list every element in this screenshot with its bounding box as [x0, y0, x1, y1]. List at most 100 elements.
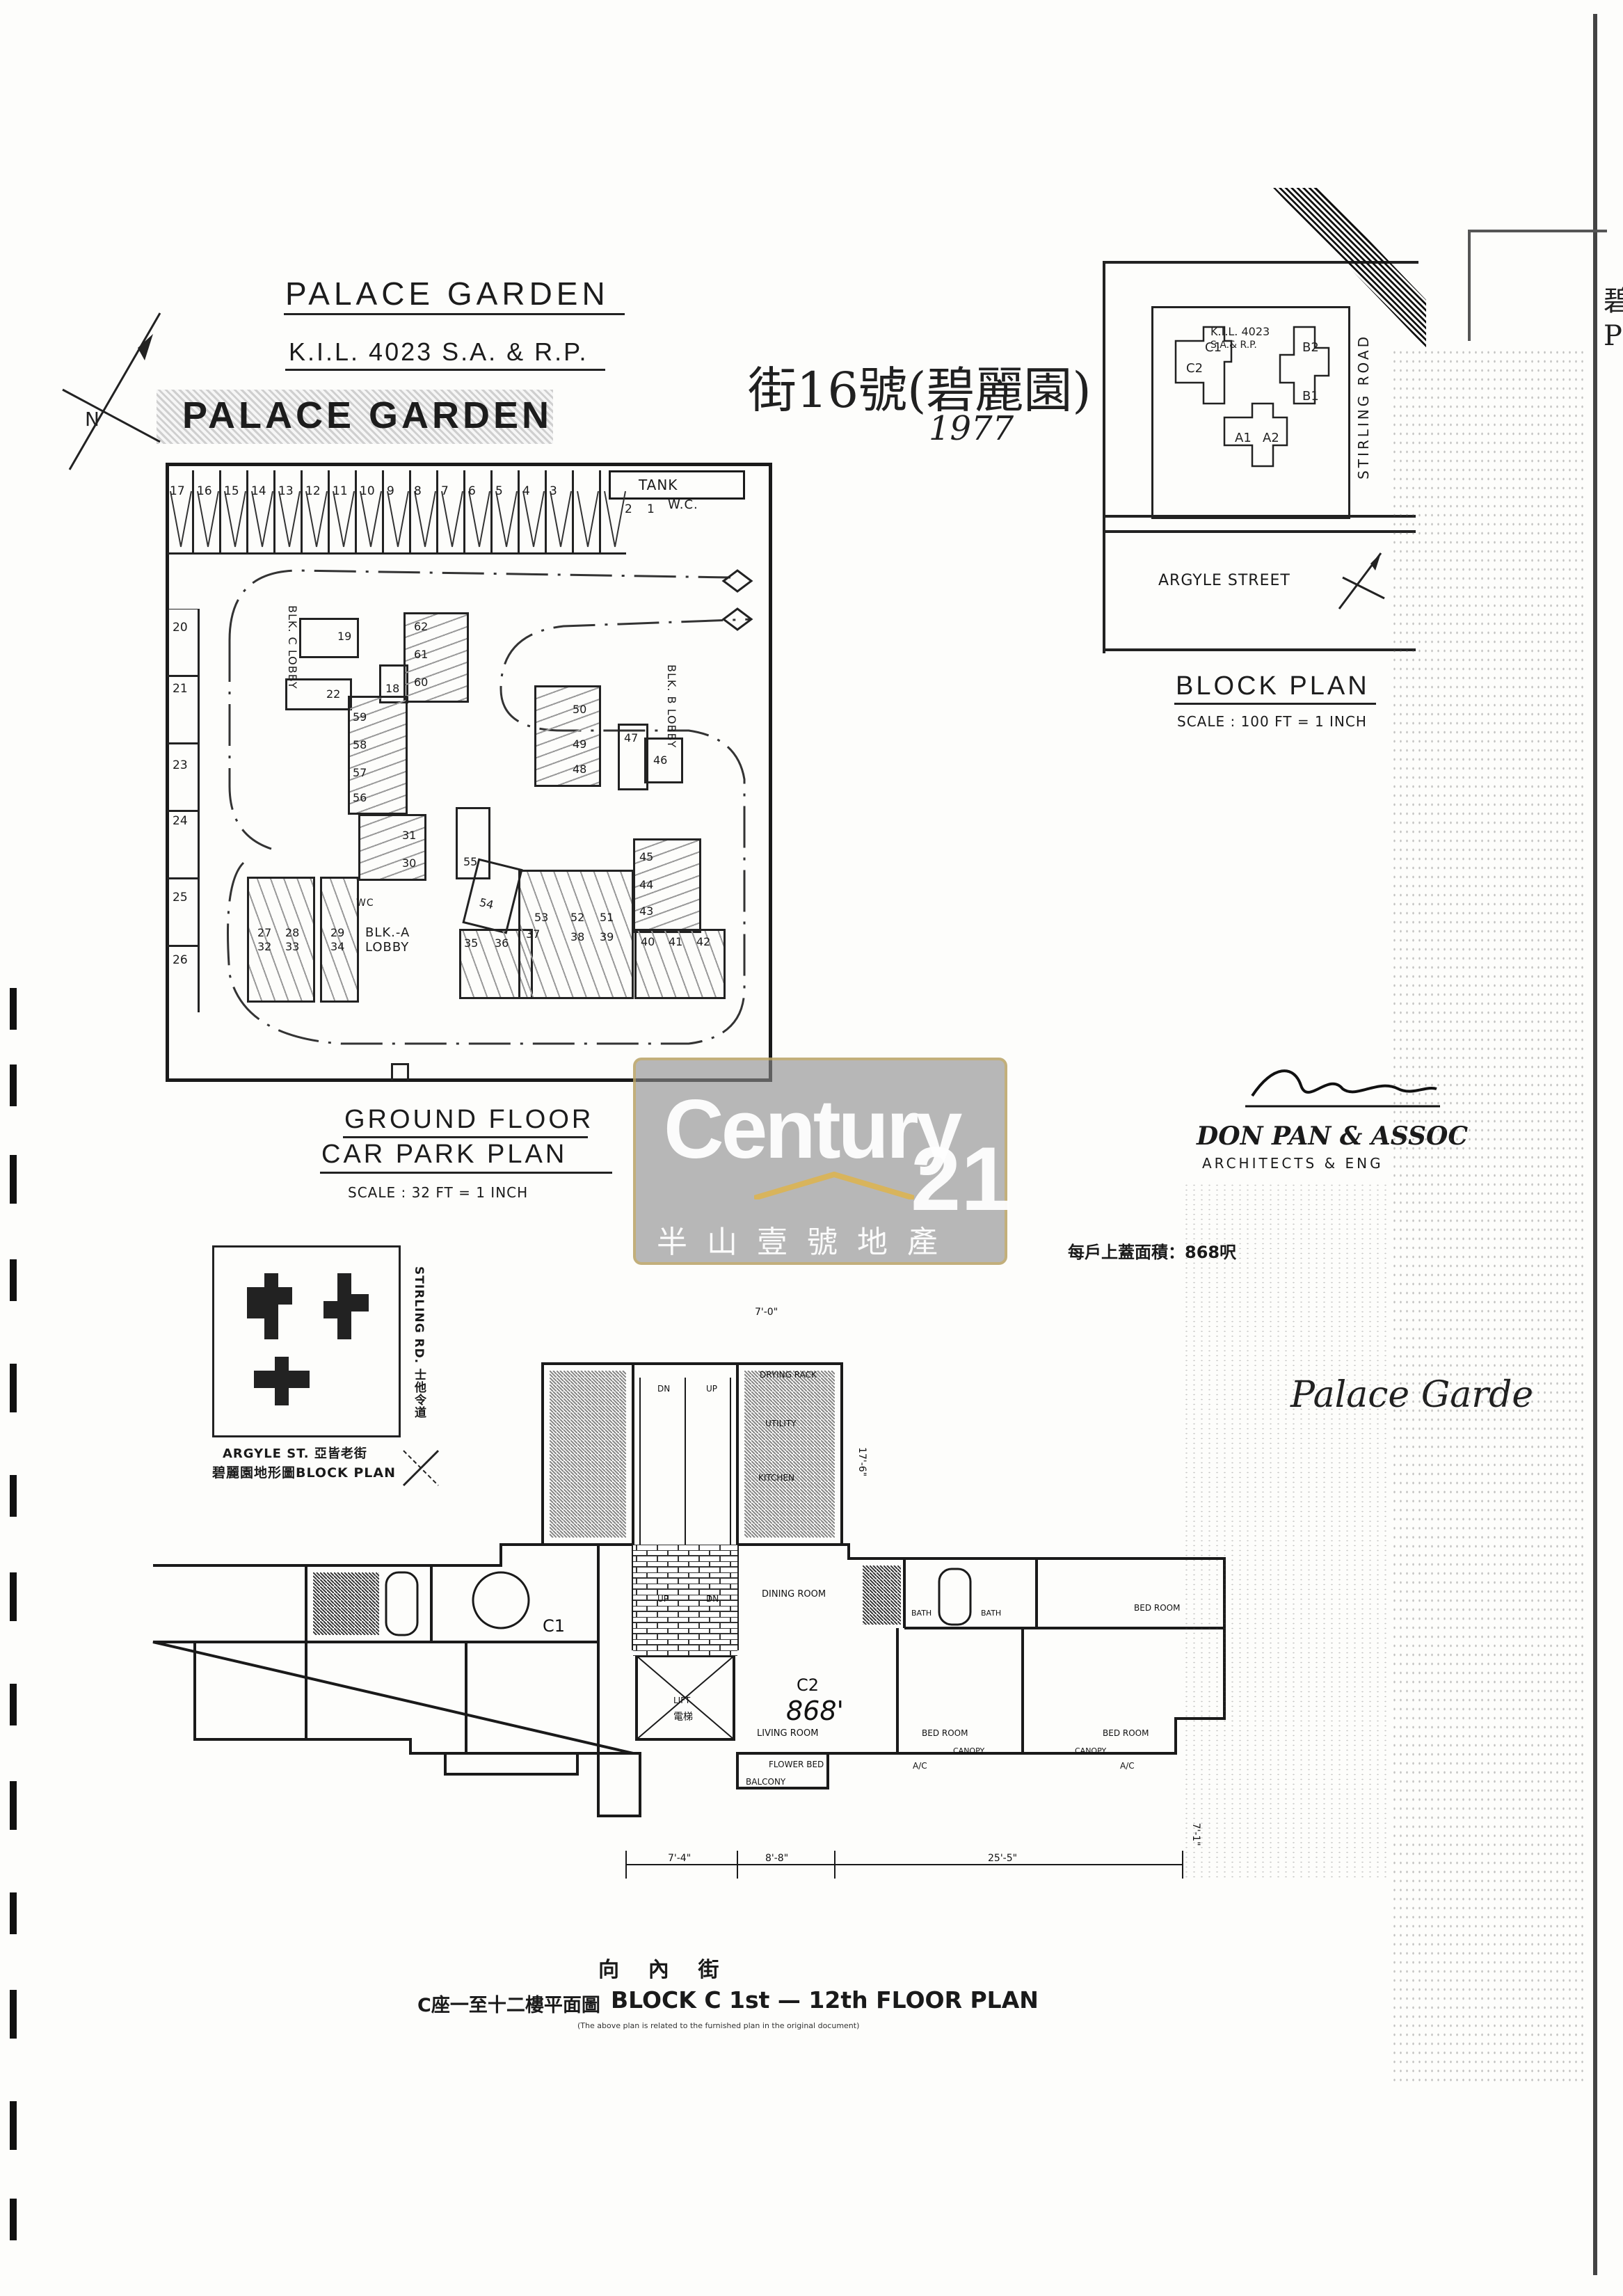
stall-number: 38	[570, 930, 585, 943]
small-block-plan-road: STIRLING RD. 士他令道	[412, 1266, 426, 1419]
top-parking-stalls	[170, 491, 626, 548]
watermark-sub: 半山壹號地產	[657, 1225, 957, 1260]
north-arrow: N	[62, 312, 161, 470]
room-label: KITCHEN	[758, 1473, 794, 1483]
stall-number: 10	[360, 484, 375, 498]
small-block-plan-caption: 碧麗園地形圖BLOCK PLAN	[212, 1465, 396, 1481]
stall-number: 55	[463, 855, 478, 868]
area-handwritten: 868'	[786, 1696, 844, 1726]
title-underline	[284, 313, 625, 315]
street-chinese: 向 內 街	[598, 1958, 719, 1982]
small-block-plan-street: ARGYLE ST. 亞皆老街	[223, 1446, 367, 1461]
stall-number: 52	[570, 911, 585, 924]
room-label: DRYING RACK	[760, 1370, 817, 1380]
binder-mark	[10, 1892, 17, 1934]
dimension-label: 25'-5"	[988, 1853, 1017, 1864]
stall-number: 14	[251, 484, 266, 498]
stall-number: 34	[330, 940, 345, 953]
stall-number: 19	[337, 630, 352, 643]
stall-number: 53	[534, 911, 549, 924]
title-underline	[320, 1172, 612, 1174]
block-plan-street-line	[1103, 648, 1416, 651]
stall-block: 19	[299, 618, 359, 658]
stair-label: UP	[706, 1384, 717, 1394]
stamp-title: PALACE GARDEN	[182, 394, 553, 436]
adjacent-page-border	[1468, 230, 1471, 341]
adjacent-page-border	[1468, 230, 1607, 232]
block-plan-buildings: C2 C1 B2 B1 A1 A2 K.I.L. 4023 S.A.& R.P.	[1174, 325, 1330, 468]
stall-number: 5	[495, 484, 503, 498]
lift-chinese-label: 電梯	[673, 1712, 693, 1723]
stall-block: 62 61 60	[403, 612, 469, 703]
area-note: 每戶上蓋面積：868呎	[1068, 1243, 1237, 1262]
stall-number: 23	[173, 758, 188, 772]
block-label: C1	[1205, 340, 1222, 355]
block-label: C2	[1186, 361, 1203, 376]
block-label: A2	[1263, 431, 1279, 445]
watermark-brand: Century	[664, 1083, 962, 1176]
car-park-title-line2: CAR PARK PLAN	[321, 1140, 568, 1169]
stall-number: 40	[641, 935, 655, 948]
architect-name: DON PAN & ASSOC	[1197, 1122, 1469, 1151]
scan-noise	[1183, 1183, 1391, 1879]
block-plan-title: BLOCK PLAN	[1176, 671, 1370, 701]
dimension-label: 7'-4"	[668, 1853, 691, 1864]
room-label: DINING ROOM	[762, 1589, 826, 1600]
room-label: BATH	[981, 1609, 1001, 1618]
wc-label: W.C.	[668, 497, 698, 512]
unit-label: C1	[543, 1616, 565, 1636]
room-label: BALCONY	[746, 1777, 786, 1787]
floor-plan-title-cn: C座一至十二樓平面圖	[417, 1995, 600, 2016]
block-label: B2	[1302, 340, 1319, 355]
stall-block: 55	[456, 807, 490, 879]
room-label: CANOPY	[953, 1746, 984, 1755]
stall-number: 2	[625, 502, 632, 516]
stall-number: 31	[402, 829, 417, 842]
block-plan-site	[1103, 261, 1418, 653]
stall-number: 41	[669, 935, 683, 948]
block-plan-lot	[1151, 306, 1350, 519]
scan-noise	[1391, 348, 1586, 2087]
stall-number: 8	[414, 484, 422, 498]
block-plan-north-arrow	[1338, 552, 1385, 609]
lot-reference: K.I.L. 4023 S.A. & R.P.	[289, 337, 589, 366]
lobby-label: BLK. C LOBBY	[286, 605, 299, 689]
stall-number: 47	[624, 731, 639, 744]
stall-block: 59 58 57 56	[348, 696, 408, 815]
stall-number: 30	[402, 856, 417, 870]
stall-number: 62	[414, 620, 429, 633]
stall-number: 1	[647, 502, 655, 516]
stall-number: 18	[385, 682, 400, 695]
dimension-label: 8'-8"	[765, 1853, 788, 1864]
binder-mark	[10, 1990, 17, 2039]
stall-number: 11	[333, 484, 348, 498]
room-label: CANOPY	[1075, 1746, 1106, 1755]
stall-number: 54	[478, 895, 495, 912]
stall-block: 45 44 43	[633, 838, 701, 933]
handwritten-address: 街16號(碧麗園)	[748, 362, 1092, 419]
stall-number: 61	[414, 648, 429, 661]
stall-number: 4	[522, 484, 530, 498]
stall-block: 47	[618, 724, 648, 790]
watermark-number: 21	[911, 1128, 1012, 1229]
room-label: UTILITY	[765, 1419, 797, 1428]
room-label: LIVING ROOM	[757, 1728, 818, 1739]
stall-number: 13	[278, 484, 294, 498]
room-label: BED ROOM	[922, 1728, 968, 1738]
stall-number: 29	[330, 926, 345, 939]
page-edge-line	[1593, 14, 1597, 2275]
stall-block: 46	[644, 738, 683, 783]
block-plan-street-line	[1103, 515, 1416, 518]
stall-block: 50 49 48	[534, 685, 601, 787]
title-underline	[343, 1136, 588, 1138]
block-plan-lot-sub: S.A.& R.P.	[1210, 340, 1257, 351]
small-north-arrow	[402, 1449, 440, 1487]
stall-number: 43	[639, 904, 654, 918]
stall-number: 20	[173, 621, 188, 635]
stall-number: 36	[495, 936, 509, 950]
stall-number: 33	[285, 940, 300, 953]
stall-number: 60	[414, 676, 429, 689]
block-label: B1	[1302, 389, 1319, 404]
stall-block: 29 34	[320, 877, 359, 1003]
binder-mark	[10, 1259, 17, 1301]
